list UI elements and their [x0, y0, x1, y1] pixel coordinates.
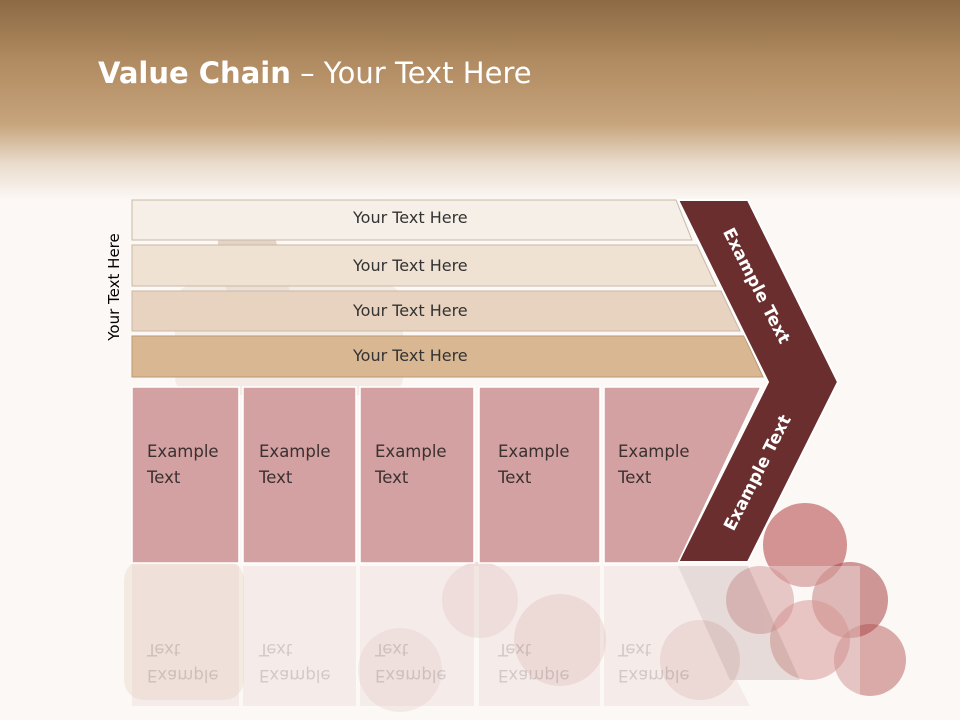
box-1-line2: Text — [147, 468, 181, 487]
box-3-line1: Example — [375, 442, 447, 461]
reflection-line1: Example — [375, 666, 447, 685]
box-2-line1: Example — [259, 442, 331, 461]
reflection-text-5: Example Text — [618, 636, 690, 688]
box-5-label: Example Text — [618, 439, 690, 491]
box-4-label: Example Text — [498, 439, 570, 491]
grape — [726, 566, 794, 634]
box-1-line1: Example — [147, 442, 219, 461]
reflection-line2: Text — [147, 640, 181, 659]
reflection-line1: Example — [498, 666, 570, 685]
box-2-line2: Text — [259, 468, 293, 487]
box-4 — [478, 386, 601, 564]
reflection-text-4: Example Text — [498, 636, 570, 688]
box-5 — [603, 386, 763, 564]
band-2-label: Your Text Here — [353, 256, 468, 275]
band-4 — [131, 335, 764, 378]
reflection-line2: Text — [498, 640, 532, 659]
grape — [770, 600, 850, 680]
band-3-label: Your Text Here — [353, 301, 468, 320]
reflection-line1: Example — [147, 666, 219, 685]
box-1-label: Example Text — [147, 439, 219, 491]
slide-title: Value Chain – Your Text Here — [98, 56, 532, 90]
grape — [442, 562, 518, 638]
title-bold: Value Chain — [98, 56, 291, 90]
grape — [834, 624, 906, 696]
box-3 — [359, 386, 475, 564]
reflection-line2: Text — [618, 640, 652, 659]
box-2 — [242, 386, 357, 564]
grape — [514, 594, 606, 686]
reflection-line2: Text — [375, 640, 409, 659]
box-4-line1: Example — [498, 442, 570, 461]
reflection-line1: Example — [618, 666, 690, 685]
band-3 — [131, 290, 741, 332]
band-1 — [131, 199, 693, 241]
reflection-text-1: Example Text — [147, 636, 219, 688]
box-3-line2: Text — [375, 468, 409, 487]
reflection-line1: Example — [259, 666, 331, 685]
band-1-label: Your Text Here — [353, 208, 468, 227]
basket-shape — [124, 560, 244, 700]
chevron — [676, 199, 840, 563]
box-2-label: Example Text — [259, 439, 331, 491]
reflection-fade — [120, 566, 860, 720]
reflection-line2: Text — [259, 640, 293, 659]
title-rest: – Your Text Here — [290, 56, 532, 90]
band-2 — [131, 244, 717, 287]
reflection-text-3: Example Text — [375, 636, 447, 688]
reflection-text-2: Example Text — [259, 636, 331, 688]
box-4-line2: Text — [498, 468, 532, 487]
box-5-line1: Example — [618, 442, 690, 461]
header-band — [0, 0, 960, 200]
boxes-reflection — [132, 566, 800, 706]
band-4-label: Your Text Here — [353, 346, 468, 365]
grape — [763, 503, 847, 587]
grape — [660, 620, 740, 700]
box-1 — [131, 386, 240, 564]
box-5-line2: Text — [618, 468, 652, 487]
box-3-label: Example Text — [375, 439, 447, 491]
grape — [358, 628, 442, 712]
